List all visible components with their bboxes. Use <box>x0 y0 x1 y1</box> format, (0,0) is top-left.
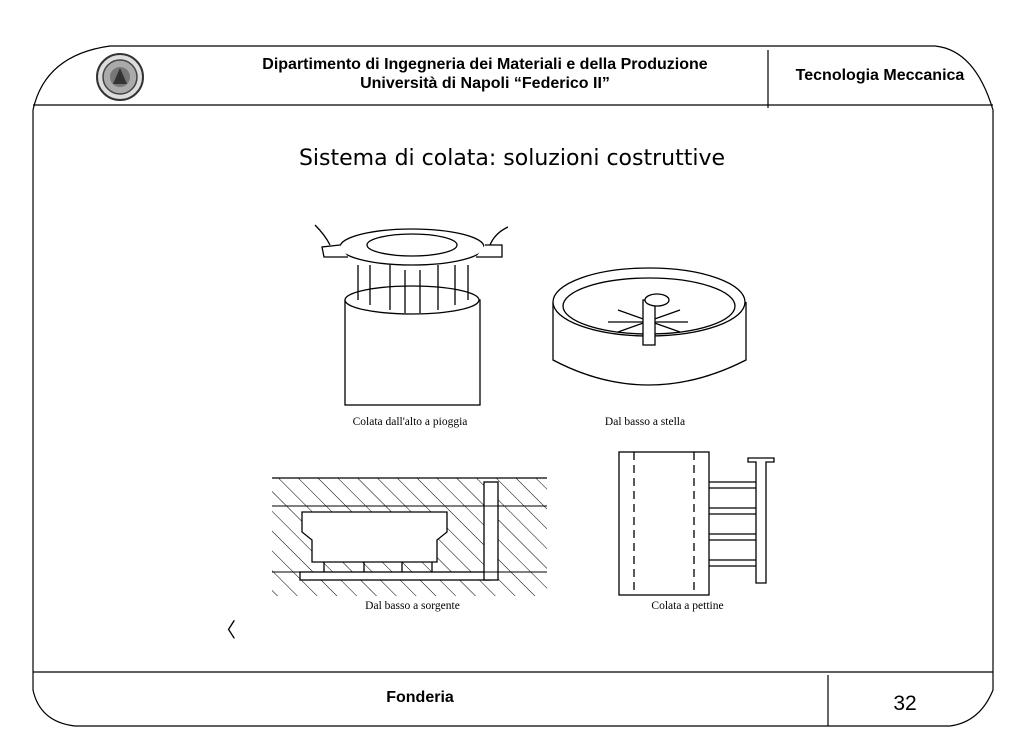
caption-basso-sorgente: Dal basso a sorgente <box>365 600 460 612</box>
caption-colata-pioggia: Colata dall'alto a pioggia <box>352 416 468 428</box>
page-number: 32 <box>893 692 917 715</box>
footer-topic: Fonderia <box>386 689 454 706</box>
previous-slide-chevron[interactable]: 〈 <box>216 618 236 642</box>
department-header: Dipartimento di Ingegneria dei Materiali… <box>200 55 770 93</box>
figure-basso-sorgente <box>272 477 547 596</box>
course-title: Tecnologia Meccanica <box>795 67 965 84</box>
university-seal-icon <box>96 53 144 101</box>
figure-colata-pettine <box>618 451 775 596</box>
figure-colata-pioggia <box>314 224 509 406</box>
department-line-2: Università di Napoli “Federico II” <box>360 75 610 92</box>
figure-basso-stella <box>552 267 747 386</box>
department-line-1: Dipartimento di Ingegneria dei Materiali… <box>262 56 708 73</box>
caption-basso-stella: Dal basso a stella <box>604 416 686 428</box>
slide-title: Sistema di colata: soluzioni costruttive <box>298 146 726 171</box>
caption-colata-pettine: Colata a pettine <box>651 600 724 612</box>
